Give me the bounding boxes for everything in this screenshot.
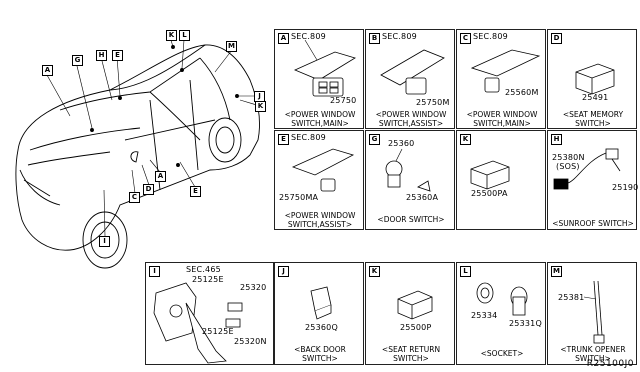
part-number: 25750M <box>416 98 450 107</box>
panel-letter: H <box>551 134 562 145</box>
panel-letter: J <box>278 266 289 277</box>
part-number-3: 25125E <box>202 327 234 336</box>
part-number-1: 25334 <box>471 311 498 320</box>
part-number: 25500P <box>400 323 432 332</box>
caption-line-1: <POWER WINDOW <box>284 211 356 220</box>
part-number-1: 25380N <box>552 153 585 162</box>
car-callout-i: I <box>99 236 110 247</box>
panel-a: A SEC.809 25750 <POWER WINDOW SWITCH,MAI… <box>274 29 364 129</box>
part-number: 25560M <box>505 88 539 97</box>
caption-line-1: <TRUNK OPENER <box>560 345 626 354</box>
part-number-2: 25320 <box>240 283 267 292</box>
section-ref: SEC.465 <box>186 265 221 274</box>
caption-line-1: <POWER WINDOW <box>284 110 356 119</box>
panel-letter: E <box>278 134 289 145</box>
car-callout-l: L <box>179 30 190 41</box>
panel-letter: K <box>460 134 471 145</box>
caption-line-2: SWITCH> <box>575 354 611 363</box>
caption-line-1: <POWER WINDOW <box>466 110 538 119</box>
power-window-switch-main-drawing <box>293 39 356 97</box>
caption-line-1: <BACK DOOR <box>294 345 346 354</box>
part-number: 25500PA <box>471 189 508 198</box>
seat-memory-switch-drawing <box>575 63 615 95</box>
panel-l: L 25334 25331Q <SOCKET> <box>456 262 546 365</box>
car-callout-c: C <box>129 192 140 203</box>
panel-e: E SEC.809 25750MA <POWER WINDOW SWITCH,A… <box>274 130 364 230</box>
socket-drawing <box>476 282 528 316</box>
caption-line-2: SWITCH> <box>302 354 338 363</box>
panel-letter: L <box>460 266 471 277</box>
caption-line-1: <SOCKET> <box>480 349 524 358</box>
caption-line-1: <POWER WINDOW <box>375 110 447 119</box>
part-number-2: 25360A <box>406 193 439 202</box>
caption-line-1: <DOOR SWITCH> <box>377 215 445 224</box>
part-number-1: 25125E <box>192 275 224 284</box>
car-callout-b: A <box>42 65 53 76</box>
caption-line-2: SWITCH,ASSIST> <box>378 119 444 128</box>
panel-i: I SEC.465 25125E 25320 25125E 25320N <box>145 262 274 365</box>
car-callout-h: H <box>96 50 107 61</box>
section-ref: SEC.809 <box>291 133 326 142</box>
car-overview: A G H E K L M J K E A D C I <box>0 0 268 300</box>
brake-pedal-switch-drawing <box>153 282 243 364</box>
panel-j: J 25360Q <BACK DOOR SWITCH> <box>274 262 364 365</box>
part-number: 25491 <box>582 93 609 102</box>
car-callout-e-top: E <box>112 50 123 61</box>
caption-line-2: SWITCH,MAIN> <box>473 119 531 128</box>
panel-k-lower: K 25500P <SEAT RETURN SWITCH> <box>365 262 455 365</box>
car-callout-k-side: K <box>255 101 266 112</box>
caption-line-1: <SEAT RETURN <box>381 345 441 354</box>
car-callout-e-low: E <box>190 186 201 197</box>
panel-d: D 25491 <SEAT MEMORY SWITCH> <box>547 29 637 129</box>
part-number: 25750 <box>330 96 357 105</box>
panel-letter: K <box>369 266 380 277</box>
panel-g: G 25360 25360A <DOOR SWITCH> <box>365 130 455 230</box>
part-number: 25360Q <box>305 323 338 332</box>
section-ref: SEC.809 <box>382 32 417 41</box>
caption-line-2: SWITCH> <box>393 354 429 363</box>
panel-m: M 25381 <TRUNK OPENER SWITCH> <box>547 262 637 365</box>
car-callout-a: A <box>155 171 166 182</box>
door-switch-drawing <box>385 148 431 192</box>
caption-line-2: SWITCH,MAIN> <box>291 119 349 128</box>
section-ref: SEC.809 <box>473 32 508 41</box>
power-window-switch-main-c-drawing <box>470 49 541 93</box>
caption-line-1: <SUNROOF SWITCH> <box>552 219 634 228</box>
panel-letter: G <box>369 134 380 145</box>
panel-letter: A <box>278 33 289 44</box>
trunk-opener-switch-drawing <box>583 280 605 344</box>
part-number-1: 25360 <box>388 139 415 148</box>
sunroof-switch-drawing <box>553 148 621 190</box>
panel-letter: D <box>551 33 562 44</box>
switch-k-drawing <box>470 160 510 190</box>
panel-letter: M <box>551 266 562 277</box>
part-number-4: 25320N <box>234 337 267 346</box>
part-number: 25750MA <box>279 193 319 202</box>
car-callout-d: D <box>143 184 154 195</box>
car-callout-k-top: K <box>166 30 177 41</box>
power-window-switch-assist-e-drawing <box>291 148 355 192</box>
section-ref: SEC.809 <box>291 32 326 41</box>
panel-h: H 25380N (SOS) 25190 <SUNROOF SWITCH> <box>547 130 639 230</box>
panel-letter: B <box>369 33 380 44</box>
power-window-switch-assist-drawing <box>380 49 445 95</box>
part-number: 25381 <box>558 293 585 302</box>
panel-letter: C <box>460 33 471 44</box>
caption-line-2: SWITCH> <box>575 119 611 128</box>
panel-letter: I <box>149 266 160 277</box>
seat-return-switch-drawing <box>397 290 433 320</box>
part-number-1-note: (SOS) <box>556 162 580 171</box>
car-outline-drawing <box>15 39 261 269</box>
panel-b: B SEC.809 25750M <POWER WINDOW SWITCH,AS… <box>365 29 455 129</box>
caption-line-2: SWITCH,ASSIST> <box>287 220 353 229</box>
car-callout-g: G <box>72 55 83 66</box>
panel-k-upper: K 25500PA <box>456 130 546 230</box>
back-door-switch-drawing <box>310 286 332 320</box>
caption-line-1: <SEAT MEMORY <box>562 110 624 119</box>
diagram-reference-code: R25100J0 <box>586 359 634 369</box>
car-callout-m: M <box>226 41 237 52</box>
panel-c: C SEC.809 25560M <POWER WINDOW SWITCH,MA… <box>456 29 546 129</box>
part-number-2: 25190 <box>612 183 639 192</box>
part-number-2: 25331Q <box>509 319 542 328</box>
